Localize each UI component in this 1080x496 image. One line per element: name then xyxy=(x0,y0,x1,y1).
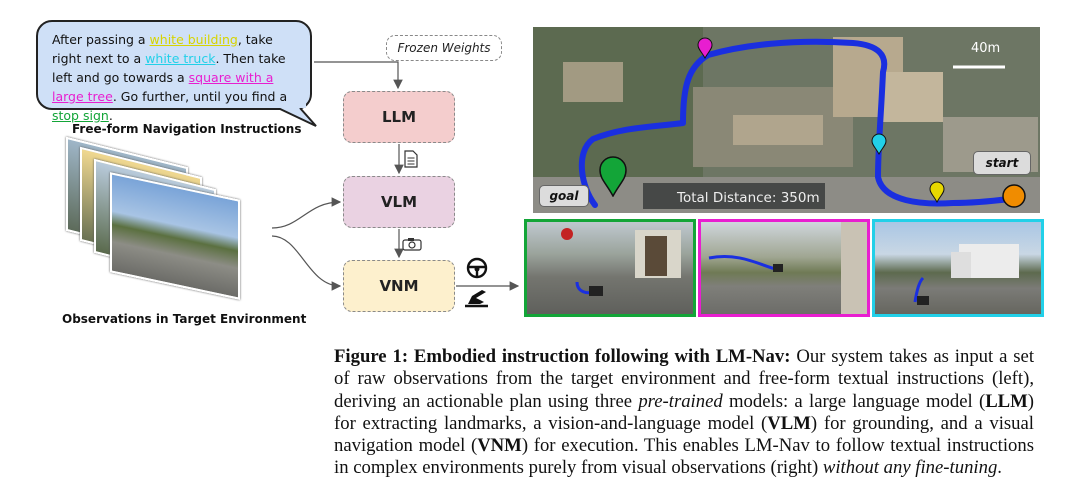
landmark-yellow-pin-icon xyxy=(929,181,945,203)
robot-path xyxy=(578,38,1012,208)
car-seat-icon xyxy=(465,290,488,308)
flow-arrows xyxy=(271,61,520,291)
caption-bold: LLM xyxy=(985,390,1028,412)
building xyxy=(733,115,823,145)
landmark-square-tree: square with a large tree xyxy=(52,70,274,104)
observations-label: Observations in Target Environment xyxy=(62,312,307,326)
instruction-text: . Go further, until you find a xyxy=(112,89,288,104)
arrow-instruction-to-llm xyxy=(314,61,403,90)
caption-text: Our system takes as input a set of raw o… xyxy=(334,346,1035,412)
arrow-obs-to-vnm xyxy=(271,235,342,291)
aerial-map: 40m Total Distance: 350m goal start xyxy=(533,27,1040,213)
camera-icon xyxy=(402,238,422,251)
total-distance-label: Total Distance: 350m xyxy=(677,190,820,206)
scale-label: 40m xyxy=(971,41,1001,56)
caption-text: ) for execution. This enables LM-Nav to … xyxy=(334,435,1034,479)
steering-wheel-icon xyxy=(466,257,488,279)
instructions-label: Free-form Navigation Instructions xyxy=(72,122,302,136)
goal-green-pin-icon xyxy=(599,156,627,197)
figure-caption: Figure 1: Embodied instruction following… xyxy=(334,346,1034,480)
start-orange-marker-icon xyxy=(1002,184,1026,208)
landmark-cyan-pin-icon xyxy=(871,133,887,155)
caption-bold: VNM xyxy=(477,435,522,457)
instruction-text: After passing a xyxy=(52,32,150,47)
building xyxy=(883,72,943,122)
start-tag: start xyxy=(973,151,1031,175)
landmark-magenta-pin-icon xyxy=(697,37,713,59)
instruction-text: . xyxy=(108,108,113,123)
caption-bold: VLM xyxy=(767,412,811,434)
instruction-bubble: After passing a white building, take rig… xyxy=(36,20,312,123)
photo-square-tree xyxy=(698,219,870,317)
photo-stop-sign xyxy=(524,219,696,317)
document-icon xyxy=(404,150,418,168)
instruction-text: . Then take left and go towards a xyxy=(52,51,286,85)
caption-italic: without any fine-tuning xyxy=(822,457,998,479)
caption-text: . xyxy=(997,457,1002,479)
arrow-obs-to-vlm xyxy=(271,197,342,229)
figure-label: Figure 1: Embodied instruction following… xyxy=(334,346,791,367)
photo-white-truck xyxy=(872,219,1044,317)
distance-panel xyxy=(643,183,825,209)
caption-text: ) for extracting landmarks, a vision-and… xyxy=(334,390,1034,434)
vlm-box: VLM xyxy=(343,176,455,228)
bubble-tail xyxy=(276,102,317,127)
caption-text: models: a large language model ( xyxy=(722,390,986,412)
landmark-white-truck: white truck xyxy=(145,51,216,66)
goal-tag: goal xyxy=(539,185,589,207)
building xyxy=(563,62,623,102)
landmark-white-building: white building xyxy=(149,32,238,47)
vnm-box: VNM xyxy=(343,260,455,312)
frozen-weights-tag: Frozen Weights xyxy=(386,35,502,61)
caption-text: ) for grounding, and a visual navigation… xyxy=(334,412,1035,457)
caption-italic: pre-trained xyxy=(638,390,723,412)
llm-box: LLM xyxy=(343,91,455,143)
landmark-stop-sign: stop sign xyxy=(52,108,109,123)
instruction-text: , take right next to a xyxy=(52,32,273,66)
